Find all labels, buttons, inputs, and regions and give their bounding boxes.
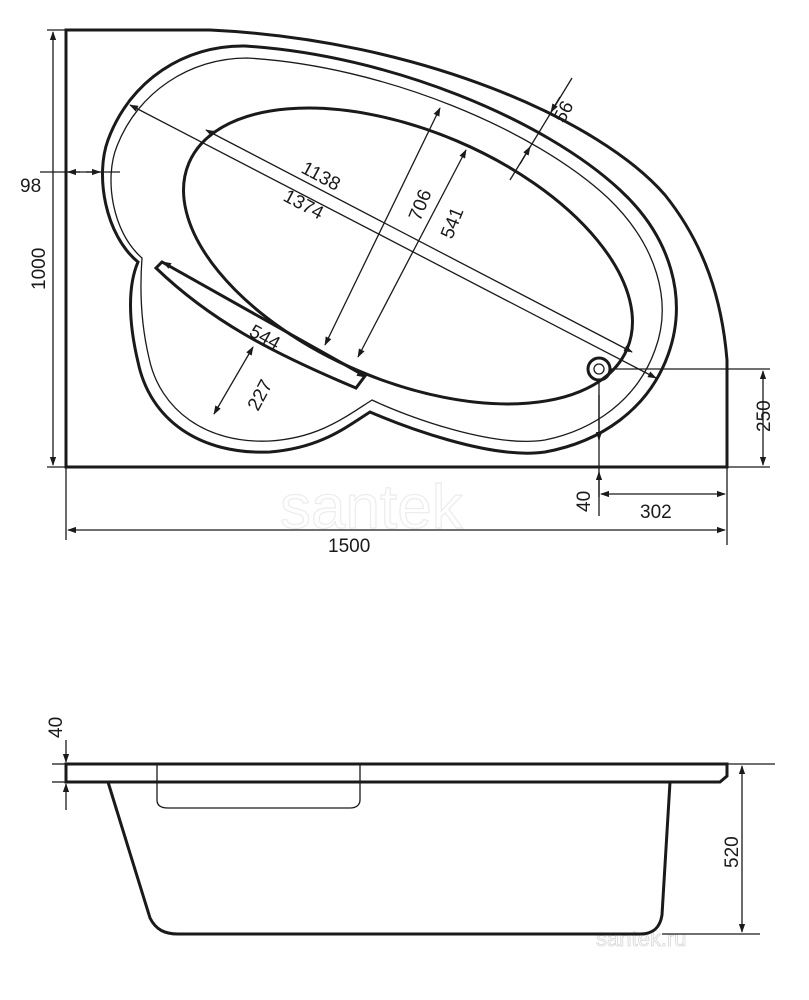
dim-label-98: 98 — [20, 176, 41, 197]
side-rim — [64, 762, 729, 784]
drain-inner — [593, 363, 605, 375]
watermark-main: santek — [280, 473, 464, 542]
tub-outer-outline — [64, 28, 729, 469]
dim-line-227 — [213, 346, 254, 415]
dim-line-544 — [162, 261, 366, 378]
dim-label-302: 302 — [640, 502, 672, 523]
side-view: 40 520 — [46, 717, 775, 936]
side-seat — [156, 764, 361, 809]
dim-label-56: 56 — [550, 98, 578, 127]
dim-label-1374: 1374 — [280, 186, 328, 225]
dim-arrow-56 — [519, 146, 531, 165]
rim-outer-edge — [101, 44, 678, 455]
dim-label-541: 541 — [437, 205, 468, 242]
dim-label-706: 706 — [405, 187, 436, 224]
plan-view: 1000 98 56 1138 1374 706 541 544 227 — [20, 28, 775, 557]
dim-label-1000: 1000 — [29, 248, 50, 290]
watermark-corner: santek.ru — [596, 926, 687, 951]
drain-outer — [586, 356, 612, 382]
dim-label-250: 250 — [754, 400, 775, 432]
dim-label-227: 227 — [244, 376, 277, 414]
dim-line-56 — [509, 77, 573, 181]
dim-label-40-side: 40 — [46, 717, 67, 738]
dim-line-541 — [357, 149, 467, 358]
dim-label-40-plan: 40 — [574, 491, 595, 512]
rim-inner-edge — [110, 57, 663, 442]
dim-line-1374 — [129, 104, 657, 379]
dim-label-1500: 1500 — [328, 536, 370, 557]
side-body — [106, 781, 672, 936]
dim-label-520: 520 — [722, 836, 743, 868]
